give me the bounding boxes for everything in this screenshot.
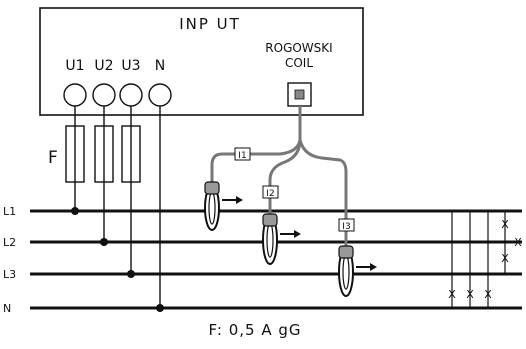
junction-l2 — [100, 238, 108, 246]
sensor-tag-i3 — [338, 218, 355, 232]
line-label-l2: L2 — [3, 236, 16, 249]
terminal-u2 — [92, 83, 116, 107]
sensor-tag-i1 — [234, 147, 251, 161]
sensor-tag-i2 — [262, 185, 279, 199]
load-wires — [451, 211, 506, 308]
terminal-u1 — [63, 83, 87, 107]
rogowski-coil-1 — [204, 181, 243, 231]
terminal-label-u1: U1 — [65, 58, 84, 74]
rogowski-coil-3 — [338, 245, 377, 297]
rogowski-label-2: COIL — [285, 56, 313, 70]
rogowski-cables — [210, 106, 348, 246]
sensor-label-i3: I3 — [342, 222, 350, 232]
terminal-u3 — [119, 83, 143, 107]
junction-l3 — [127, 270, 135, 278]
junction-l1 — [71, 207, 79, 215]
load-mark-1: X — [501, 218, 509, 231]
sensor-label-i2: I2 — [266, 189, 274, 199]
load-mark-3: X — [501, 252, 509, 265]
terminal-label-n: N — [155, 58, 165, 74]
load-mark-4: X — [448, 288, 456, 301]
line-label-n: N — [3, 302, 11, 315]
terminal-label-u2: U2 — [94, 58, 113, 74]
line-label-l1: L1 — [3, 205, 16, 218]
fuse-footnote: F: 0,5 A gG — [208, 321, 301, 339]
load-mark-5: X — [466, 288, 474, 301]
input-box — [39, 7, 364, 116]
sensor-label-i1: I1 — [238, 151, 246, 161]
line-label-l3: L3 — [3, 268, 16, 281]
junction-n — [156, 304, 164, 312]
load-mark-6: X — [484, 288, 492, 301]
terminal-n — [148, 83, 172, 107]
load-mark-2: X — [514, 236, 522, 249]
fuse-label: F — [48, 148, 58, 168]
input-title: INP UT — [179, 15, 241, 33]
rogowski-coil-2 — [262, 213, 301, 265]
terminal-label-u3: U3 — [121, 58, 140, 74]
rogowski-label-1: ROGOWSKI — [265, 41, 332, 55]
rogowski-connector-pin — [294, 89, 305, 100]
